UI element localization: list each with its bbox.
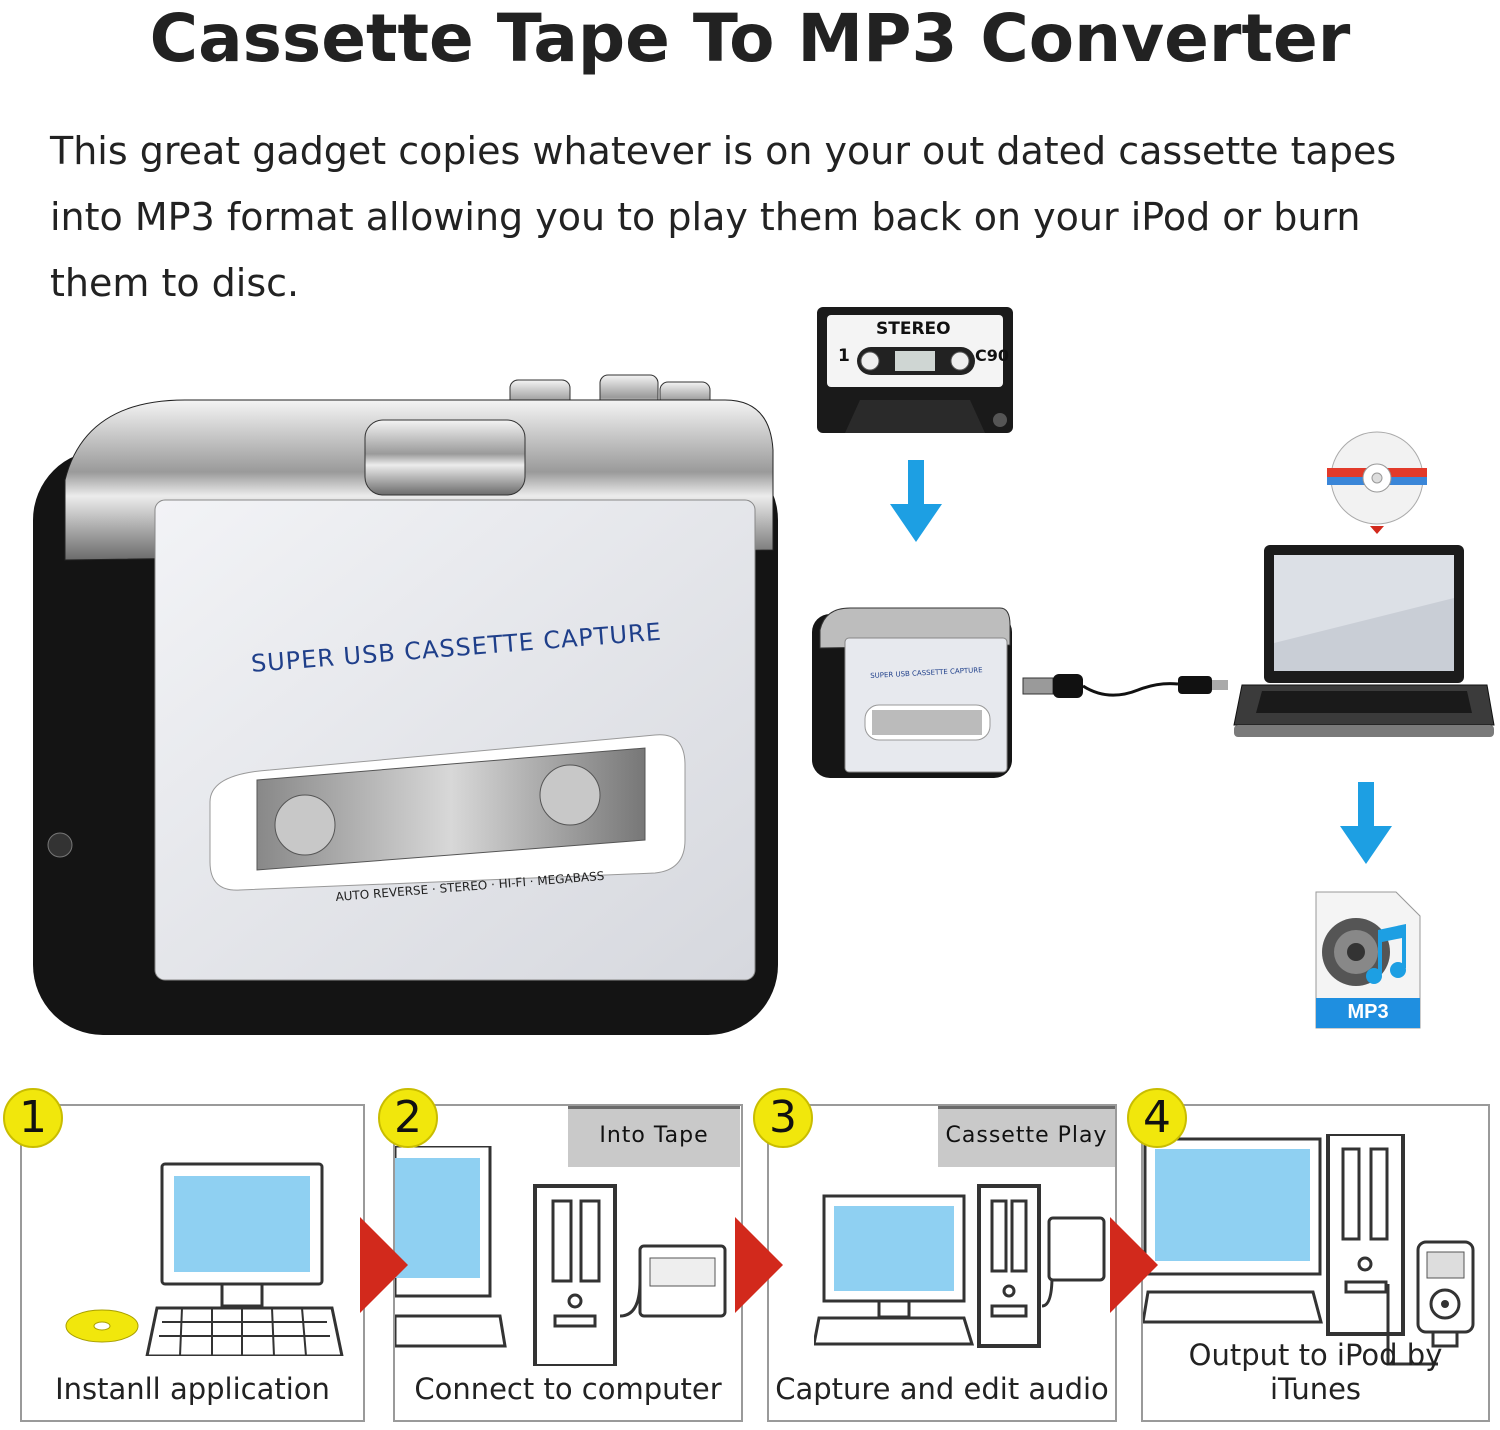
cassette-tape-image bbox=[817, 307, 1013, 433]
laptop-image bbox=[1233, 545, 1495, 737]
step-number-badge: 3 bbox=[753, 1088, 813, 1148]
mp3-label: MP3 bbox=[1347, 1001, 1389, 1023]
cassette-brand: STEREO bbox=[876, 319, 951, 339]
usb-cable-image bbox=[1022, 674, 1228, 698]
ipod-computer-icon bbox=[1143, 1134, 1475, 1366]
description: This great gadget copies whatever is on … bbox=[50, 129, 1397, 305]
step-label: Instanll application bbox=[55, 1372, 330, 1406]
step-number-badge: 2 bbox=[378, 1088, 438, 1148]
arrow-down-icon bbox=[890, 460, 942, 542]
step-arrow-icon bbox=[1110, 1217, 1158, 1313]
cassette-length: C90 bbox=[975, 346, 1010, 365]
step-label: Capture and edit audio bbox=[775, 1372, 1109, 1406]
cd-disc-icon bbox=[1327, 431, 1427, 534]
arrow-down-icon bbox=[1340, 782, 1392, 864]
desktop-computer-icon bbox=[65, 1162, 344, 1356]
cassette-side: 1 bbox=[838, 346, 850, 366]
computer-tower-icon bbox=[395, 1146, 727, 1366]
step-arrow-icon bbox=[735, 1217, 783, 1313]
step-1-card: Instanll application bbox=[20, 1104, 365, 1422]
computer-setup-icon bbox=[814, 1184, 1106, 1348]
small-cassette-player-image bbox=[812, 607, 1012, 778]
step-label: Output to iPod by iTunes bbox=[1188, 1338, 1443, 1406]
tab-into-tape: Into Tape bbox=[568, 1106, 740, 1167]
cassette-player-image bbox=[33, 374, 778, 1035]
step-arrow-icon bbox=[360, 1217, 408, 1313]
step-4-card: Output to iPod by iTunes bbox=[1141, 1104, 1490, 1422]
page-title: Cassette Tape To MP3 Converter bbox=[149, 0, 1351, 77]
tab-cassette-play: Cassette Play bbox=[938, 1106, 1115, 1167]
mp3-file-icon bbox=[1315, 891, 1421, 1029]
step-label: Connect to computer bbox=[414, 1372, 722, 1406]
step-number-badge: 4 bbox=[1127, 1088, 1187, 1148]
step-number-badge: 1 bbox=[3, 1088, 63, 1148]
